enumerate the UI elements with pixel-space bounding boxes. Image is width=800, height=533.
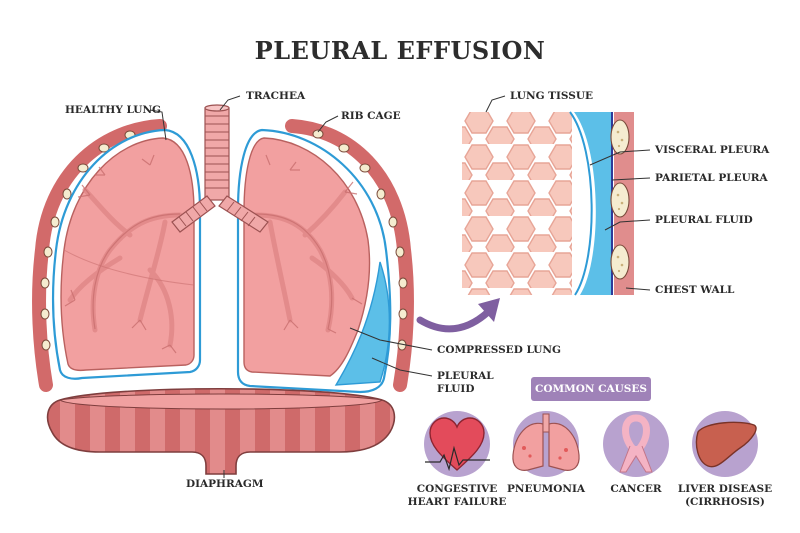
label-pleural-fluid-line2: FLUID bbox=[437, 383, 475, 395]
cause-label-heart-failure-line1: CONGESTIVE bbox=[416, 483, 498, 495]
pleura-detail-panel bbox=[462, 111, 634, 296]
compressed-lung-with-fluid bbox=[236, 128, 392, 394]
label-visceral-pleura: VISCERAL PLEURA bbox=[655, 144, 770, 156]
page-title: PLEURAL EFFUSION bbox=[254, 36, 546, 65]
label-rib-cage: RIB CAGE bbox=[341, 110, 401, 122]
common-causes-badge: COMMON CAUSES bbox=[531, 377, 651, 401]
leader-lines bbox=[149, 95, 651, 478]
rib-cage-right bbox=[285, 119, 414, 392]
label-parietal-pleura: PARIETAL PLEURA bbox=[655, 172, 768, 184]
label-pleural-fluid-detail: PLEURAL FLUID bbox=[655, 214, 753, 226]
label-compressed-lung: COMPRESSED LUNG bbox=[437, 344, 561, 356]
cause-label-liver-disease-line1: LIVER DISEASE bbox=[677, 483, 773, 495]
cause-label-cancer: CANCER bbox=[610, 483, 662, 495]
diaphragm bbox=[46, 387, 396, 475]
label-healthy-lung: HEALTHY LUNG bbox=[65, 104, 162, 116]
cause-label-heart-failure-line2: HEART FAILURE bbox=[407, 496, 507, 508]
rib-cage-left bbox=[32, 119, 167, 392]
liver-icon bbox=[692, 411, 758, 477]
trachea bbox=[171, 104, 269, 233]
label-diaphragm: DIAPHRAGM bbox=[186, 478, 264, 490]
zoom-arrow bbox=[416, 308, 492, 333]
cause-label-liver-disease-line2: (CIRRHOSIS) bbox=[685, 496, 765, 508]
cause-label-pneumonia: PNEUMONIA bbox=[506, 483, 586, 495]
label-lung-tissue: LUNG TISSUE bbox=[510, 90, 594, 102]
heart-icon bbox=[424, 411, 490, 477]
lungs-icon bbox=[512, 411, 580, 477]
healthy-lung bbox=[51, 128, 202, 380]
label-trachea: TRACHEA bbox=[246, 90, 306, 102]
zoom-arrow-head bbox=[478, 298, 500, 322]
label-chest-wall: CHEST WALL bbox=[655, 284, 735, 296]
label-pleural-fluid-line1: PLEURAL bbox=[437, 370, 494, 382]
ribbon-icon bbox=[603, 411, 669, 477]
